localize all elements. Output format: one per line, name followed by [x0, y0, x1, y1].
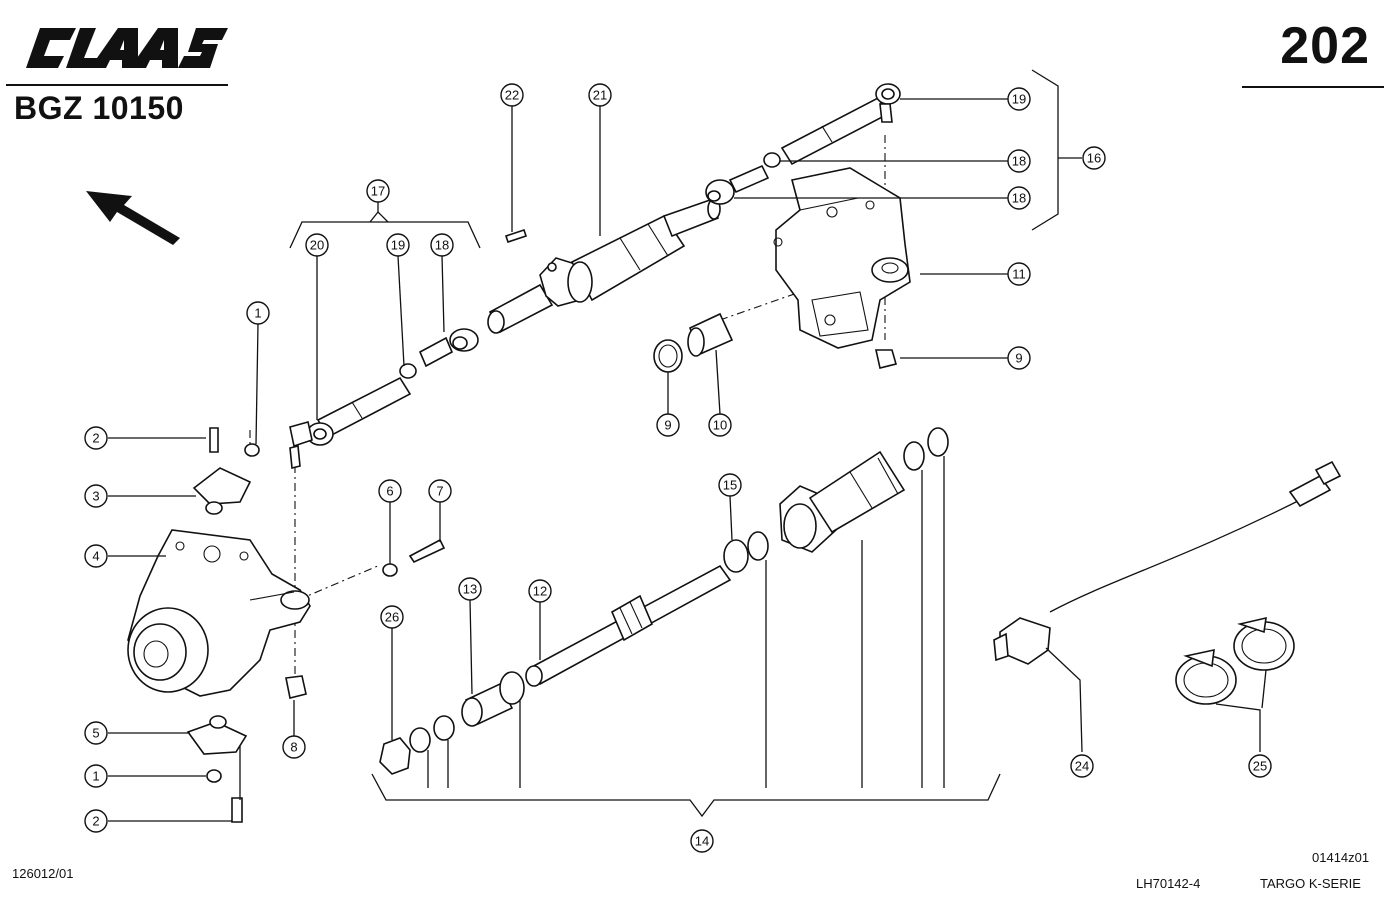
callout-4: 4	[84, 544, 108, 568]
svg-text:18: 18	[1012, 191, 1026, 206]
svg-text:15: 15	[723, 478, 737, 493]
svg-text:8: 8	[290, 740, 297, 755]
callout-1-top: 1	[246, 301, 270, 325]
callout-19-right: 18	[1007, 149, 1031, 173]
bushing-set	[653, 312, 734, 373]
callout-24: 24	[1070, 754, 1094, 778]
callout-13: 13	[458, 577, 482, 601]
svg-text:13: 13	[463, 582, 477, 597]
hose-clamps	[1175, 616, 1295, 705]
callout-19-left: 19	[386, 233, 410, 257]
callout-21: 20	[305, 233, 329, 257]
svg-text:16: 16	[1087, 151, 1101, 166]
svg-text:9: 9	[664, 418, 671, 433]
doc-code: BGZ 10150	[14, 90, 184, 126]
callout-17: 17	[366, 179, 390, 203]
svg-text:25: 25	[1253, 759, 1267, 774]
footer-diagram-code: LH70142-4	[1136, 876, 1201, 891]
header-rule-left	[6, 84, 228, 86]
callout-12: 12	[528, 579, 552, 603]
svg-text:21: 21	[593, 88, 607, 103]
svg-text:14: 14	[695, 834, 709, 849]
callout-8-left: 8	[282, 735, 306, 759]
leader-lines	[108, 69, 1267, 822]
svg-text:19: 19	[391, 238, 405, 253]
callout-26: 26	[380, 605, 404, 629]
svg-text:10: 10	[713, 418, 727, 433]
steering-knuckle-left	[127, 427, 446, 823]
svg-text:4: 4	[92, 549, 99, 564]
callout-23: 22	[500, 83, 524, 107]
svg-text:18: 18	[1012, 154, 1026, 169]
arrow-up-left-icon	[86, 191, 180, 245]
callout-16: 16	[1082, 146, 1106, 170]
tie-rod-left	[289, 328, 479, 470]
callout-20: 19	[1007, 87, 1031, 111]
callout-6: 6	[378, 479, 402, 503]
callout-25: 25	[1248, 754, 1272, 778]
svg-text:5: 5	[92, 726, 99, 741]
svg-text:18: 18	[435, 238, 449, 253]
callout-2-bottom: 2	[84, 809, 108, 833]
callout-11: 11	[1007, 262, 1031, 286]
steering-cylinder-lower	[379, 427, 949, 775]
svg-text:11: 11	[1012, 267, 1026, 282]
claas-logo	[26, 28, 228, 68]
tie-rod-right	[705, 83, 901, 205]
svg-text:19: 19	[1012, 92, 1026, 107]
svg-text:3: 3	[92, 489, 99, 504]
callout-18-right: 18	[1007, 186, 1031, 210]
callout-10: 10	[708, 413, 732, 437]
callout-5: 5	[84, 721, 108, 745]
callout-9: 9	[656, 413, 680, 437]
svg-text:7: 7	[436, 484, 443, 499]
header-rule-right	[1242, 86, 1384, 88]
svg-text:12: 12	[533, 584, 547, 599]
svg-text:2: 2	[92, 814, 99, 829]
callout-14: 14	[690, 829, 714, 853]
callout-22: 21	[588, 83, 612, 107]
svg-text:26: 26	[385, 610, 399, 625]
svg-text:24: 24	[1075, 759, 1089, 774]
svg-text:1: 1	[254, 306, 261, 321]
svg-text:17: 17	[371, 184, 385, 199]
svg-text:22: 22	[505, 88, 519, 103]
steering-cylinder-upper	[487, 198, 721, 334]
callout-15: 15	[718, 473, 742, 497]
svg-text:1: 1	[92, 769, 99, 784]
footer-left-code: 126012/01	[12, 866, 74, 881]
steering-knuckle-right	[773, 167, 911, 369]
svg-text:9: 9	[1015, 351, 1022, 366]
callout-18-left: 18	[430, 233, 454, 257]
callout-8-right: 9	[1007, 346, 1031, 370]
callout-1-bottom: 1	[84, 764, 108, 788]
svg-text:2: 2	[92, 431, 99, 446]
callout-2-top: 2	[84, 426, 108, 450]
footer-drawing-ref: 01414z01	[1312, 850, 1370, 865]
page-number: 202	[1280, 17, 1370, 75]
callouts: 22 21 19 18 16 18 11 9 17 20 19 18 1 2 3…	[84, 83, 1272, 853]
callout-3: 3	[84, 484, 108, 508]
svg-text:6: 6	[386, 484, 393, 499]
footer-series: TARGO K-SERIE	[1260, 876, 1361, 891]
svg-text:20: 20	[310, 238, 324, 253]
callout-7: 7	[428, 479, 452, 503]
